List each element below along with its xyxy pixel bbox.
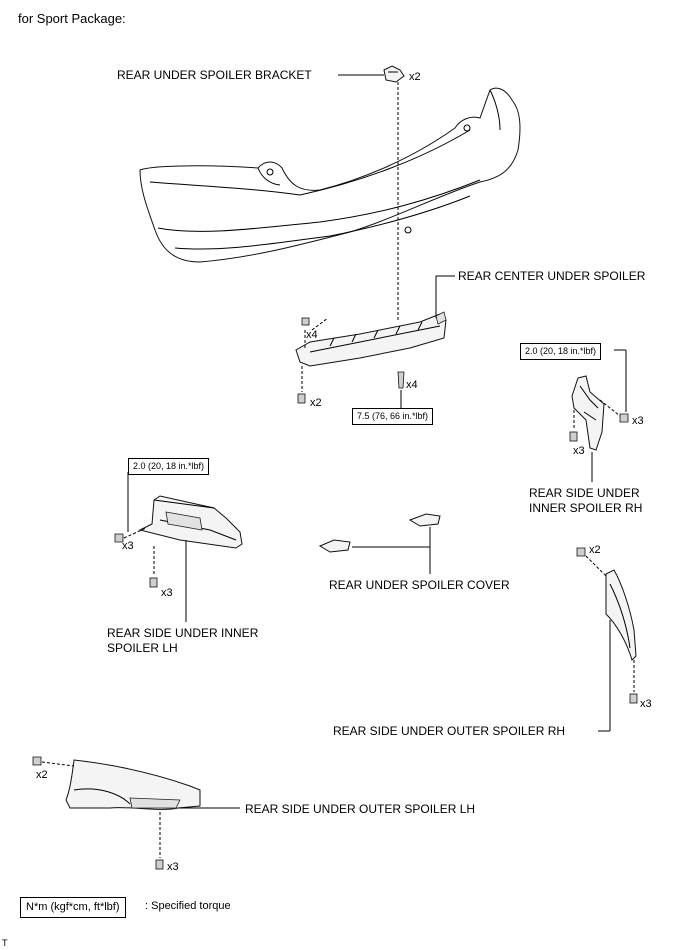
label-inner-lh-line2: SPOILER LH [107, 641, 178, 655]
qty-outer-lh-screw: x2 [36, 769, 48, 781]
torque-inner-rh: 2.0 (20, 18 in.*lbf) [520, 343, 602, 360]
qty-outer-lh-clip: x3 [167, 861, 179, 873]
label-rear-center-under-spoiler: REAR CENTER UNDER SPOILER [458, 269, 646, 283]
qty-center-bolt-x4: x4 [406, 379, 418, 391]
qty-outer-rh-screw: x2 [589, 544, 601, 556]
qty-bracket: x2 [409, 71, 421, 83]
rear-side-under-inner-spoiler-lh-illustration [138, 495, 243, 549]
footer-code: T [2, 938, 8, 948]
qty-center-clip-x4: x4 [306, 329, 318, 341]
label-outer-rh: REAR SIDE UNDER OUTER SPOILER RH [333, 724, 566, 738]
rear-center-under-spoiler-illustration [295, 311, 447, 367]
torque-inner-lh: 2.0 (20, 18 in.*lbf) [128, 458, 210, 475]
rear-side-under-inner-spoiler-rh-illustration [571, 375, 605, 451]
rear-side-under-outer-spoiler-rh-illustration [605, 569, 637, 661]
rear-under-spoiler-cover-illustration [318, 513, 441, 553]
qty-center-clip-x2: x2 [310, 397, 322, 409]
qty-inner-lh-clip: x3 [161, 587, 173, 599]
rear-bumper-illustration [139, 87, 521, 263]
label-rear-under-spoiler-cover: REAR UNDER SPOILER COVER [329, 578, 510, 592]
qty-inner-rh-bolt: x3 [632, 415, 644, 427]
rear-side-under-outer-spoiler-lh-illustration [65, 759, 201, 810]
label-inner-rh-line2: INNER SPOILER RH [529, 501, 643, 515]
torque-center: 7.5 (76, 66 in.*lbf) [352, 408, 434, 425]
label-rear-under-spoiler-bracket: REAR UNDER SPOILER BRACKET [117, 68, 312, 82]
legend-torque-box: N*m (kgf*cm, ft*lbf) [20, 897, 126, 918]
qty-outer-rh-clip: x3 [640, 698, 652, 710]
legend-text: : Specified torque [145, 900, 231, 912]
page-title: for Sport Package: [18, 11, 126, 26]
rear-under-spoiler-bracket-illustration [383, 65, 405, 83]
label-inner-rh-line1: REAR SIDE UNDER [529, 486, 640, 500]
label-outer-lh: REAR SIDE UNDER OUTER SPOILER LH [245, 802, 476, 816]
label-inner-lh-line1: REAR SIDE UNDER INNER [107, 626, 259, 640]
qty-inner-lh-bolt: x3 [122, 540, 134, 552]
qty-inner-rh-clip: x3 [573, 445, 585, 457]
